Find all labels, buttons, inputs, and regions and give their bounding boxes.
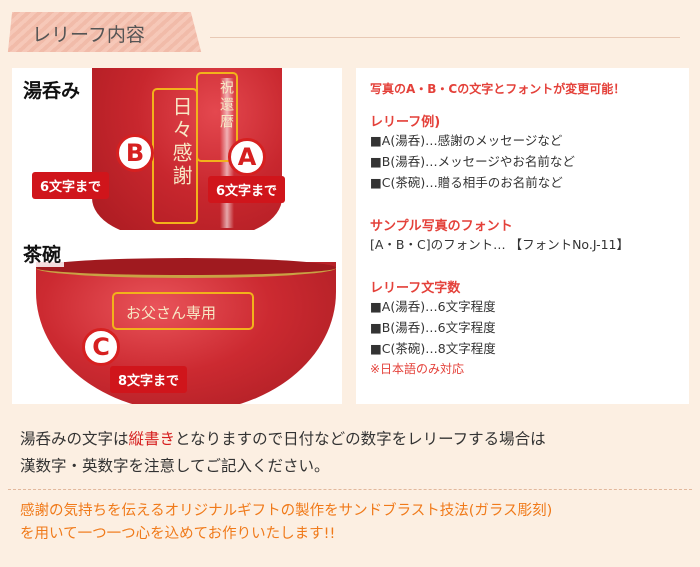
- notice-part2: となりますので日付などの数字をレリーフする場合は: [175, 430, 546, 448]
- notice-highlight: 縦書き: [128, 430, 176, 448]
- header-divider: [210, 37, 680, 38]
- engraving-c: お父さん専用: [112, 292, 254, 330]
- example-title: レリーフ例): [370, 115, 441, 130]
- example-line-c: ■C(茶碗)…贈る相手のお名前など: [370, 175, 563, 190]
- count-line-b: ■B(湯呑)…6文字程度: [370, 320, 496, 335]
- marker-c: C: [82, 328, 120, 366]
- notice-line-2: 漢数字・英数字を注意してご記入ください。: [20, 457, 330, 475]
- example-line-b: ■B(湯呑)…メッセージやお名前など: [370, 154, 575, 169]
- dashed-divider: [8, 489, 692, 490]
- font-line: [A・B・C]のフォント… 【フォントNo.J-11】: [370, 237, 629, 252]
- closing-message: 感謝の気持ちを伝えるオリジナルギフトの製作をサンドブラスト技法(ガラス彫刻) を…: [20, 500, 680, 546]
- notice-message: 湯呑みの文字は縦書きとなりますので日付などの数字をレリーフする場合は 漢数字・英…: [20, 426, 680, 480]
- count-line-c: ■C(茶碗)…8文字程度: [370, 341, 496, 356]
- font-title: サンプル写真のフォント: [370, 219, 513, 234]
- limit-a-badge: 6文字まで: [208, 176, 286, 203]
- japanese-only-note: ※日本語のみ対応: [370, 362, 465, 376]
- chawan-label: 茶碗: [20, 240, 65, 267]
- chawan-rim: [36, 258, 336, 278]
- header-title: レリーフ内容: [32, 24, 145, 46]
- info-panel: 写真のA・B・Cの文字とフォントが変更可能！ レリーフ例) ■A(湯呑)…感謝の…: [356, 68, 689, 404]
- yunomi-label: 湯呑み: [20, 76, 84, 103]
- limit-b-badge: 6文字まで: [32, 172, 110, 199]
- closing-line-1: 感謝の気持ちを伝えるオリジナルギフトの製作をサンドブラスト技法(ガラス彫刻): [20, 503, 553, 519]
- notice-line-1: 湯呑みの文字は縦書きとなりますので日付などの数字をレリーフする場合は: [20, 426, 680, 453]
- marker-b: B: [116, 134, 154, 172]
- engraving-b: 日々感謝: [152, 88, 198, 224]
- limit-c-badge: 8文字まで: [110, 366, 188, 393]
- info-headline: 写真のA・B・Cの文字とフォントが変更可能！: [370, 82, 626, 96]
- marker-a: A: [228, 138, 266, 176]
- yunomi-photo: 湯呑み 祝還暦 日々感謝 B A 6文字まで 6文字まで: [12, 68, 342, 230]
- closing-line-2: を用いて一つ一つ心を込めてお作りいたします!!: [20, 526, 336, 542]
- chawan-photo: 茶碗 お父さん専用 C 8文字まで: [12, 240, 342, 404]
- notice-part1: 湯呑みの文字は: [20, 430, 129, 448]
- product-photos: 湯呑み 祝還暦 日々感謝 B A 6文字まで 6文字まで 茶碗 お父さん専用 C…: [12, 68, 342, 404]
- count-title: レリーフ文字数: [370, 281, 461, 296]
- section-header: レリーフ内容: [7, 10, 690, 52]
- example-line-a: ■A(湯呑)…感謝のメッセージなど: [370, 133, 563, 148]
- count-line-a: ■A(湯呑)…6文字程度: [370, 299, 496, 314]
